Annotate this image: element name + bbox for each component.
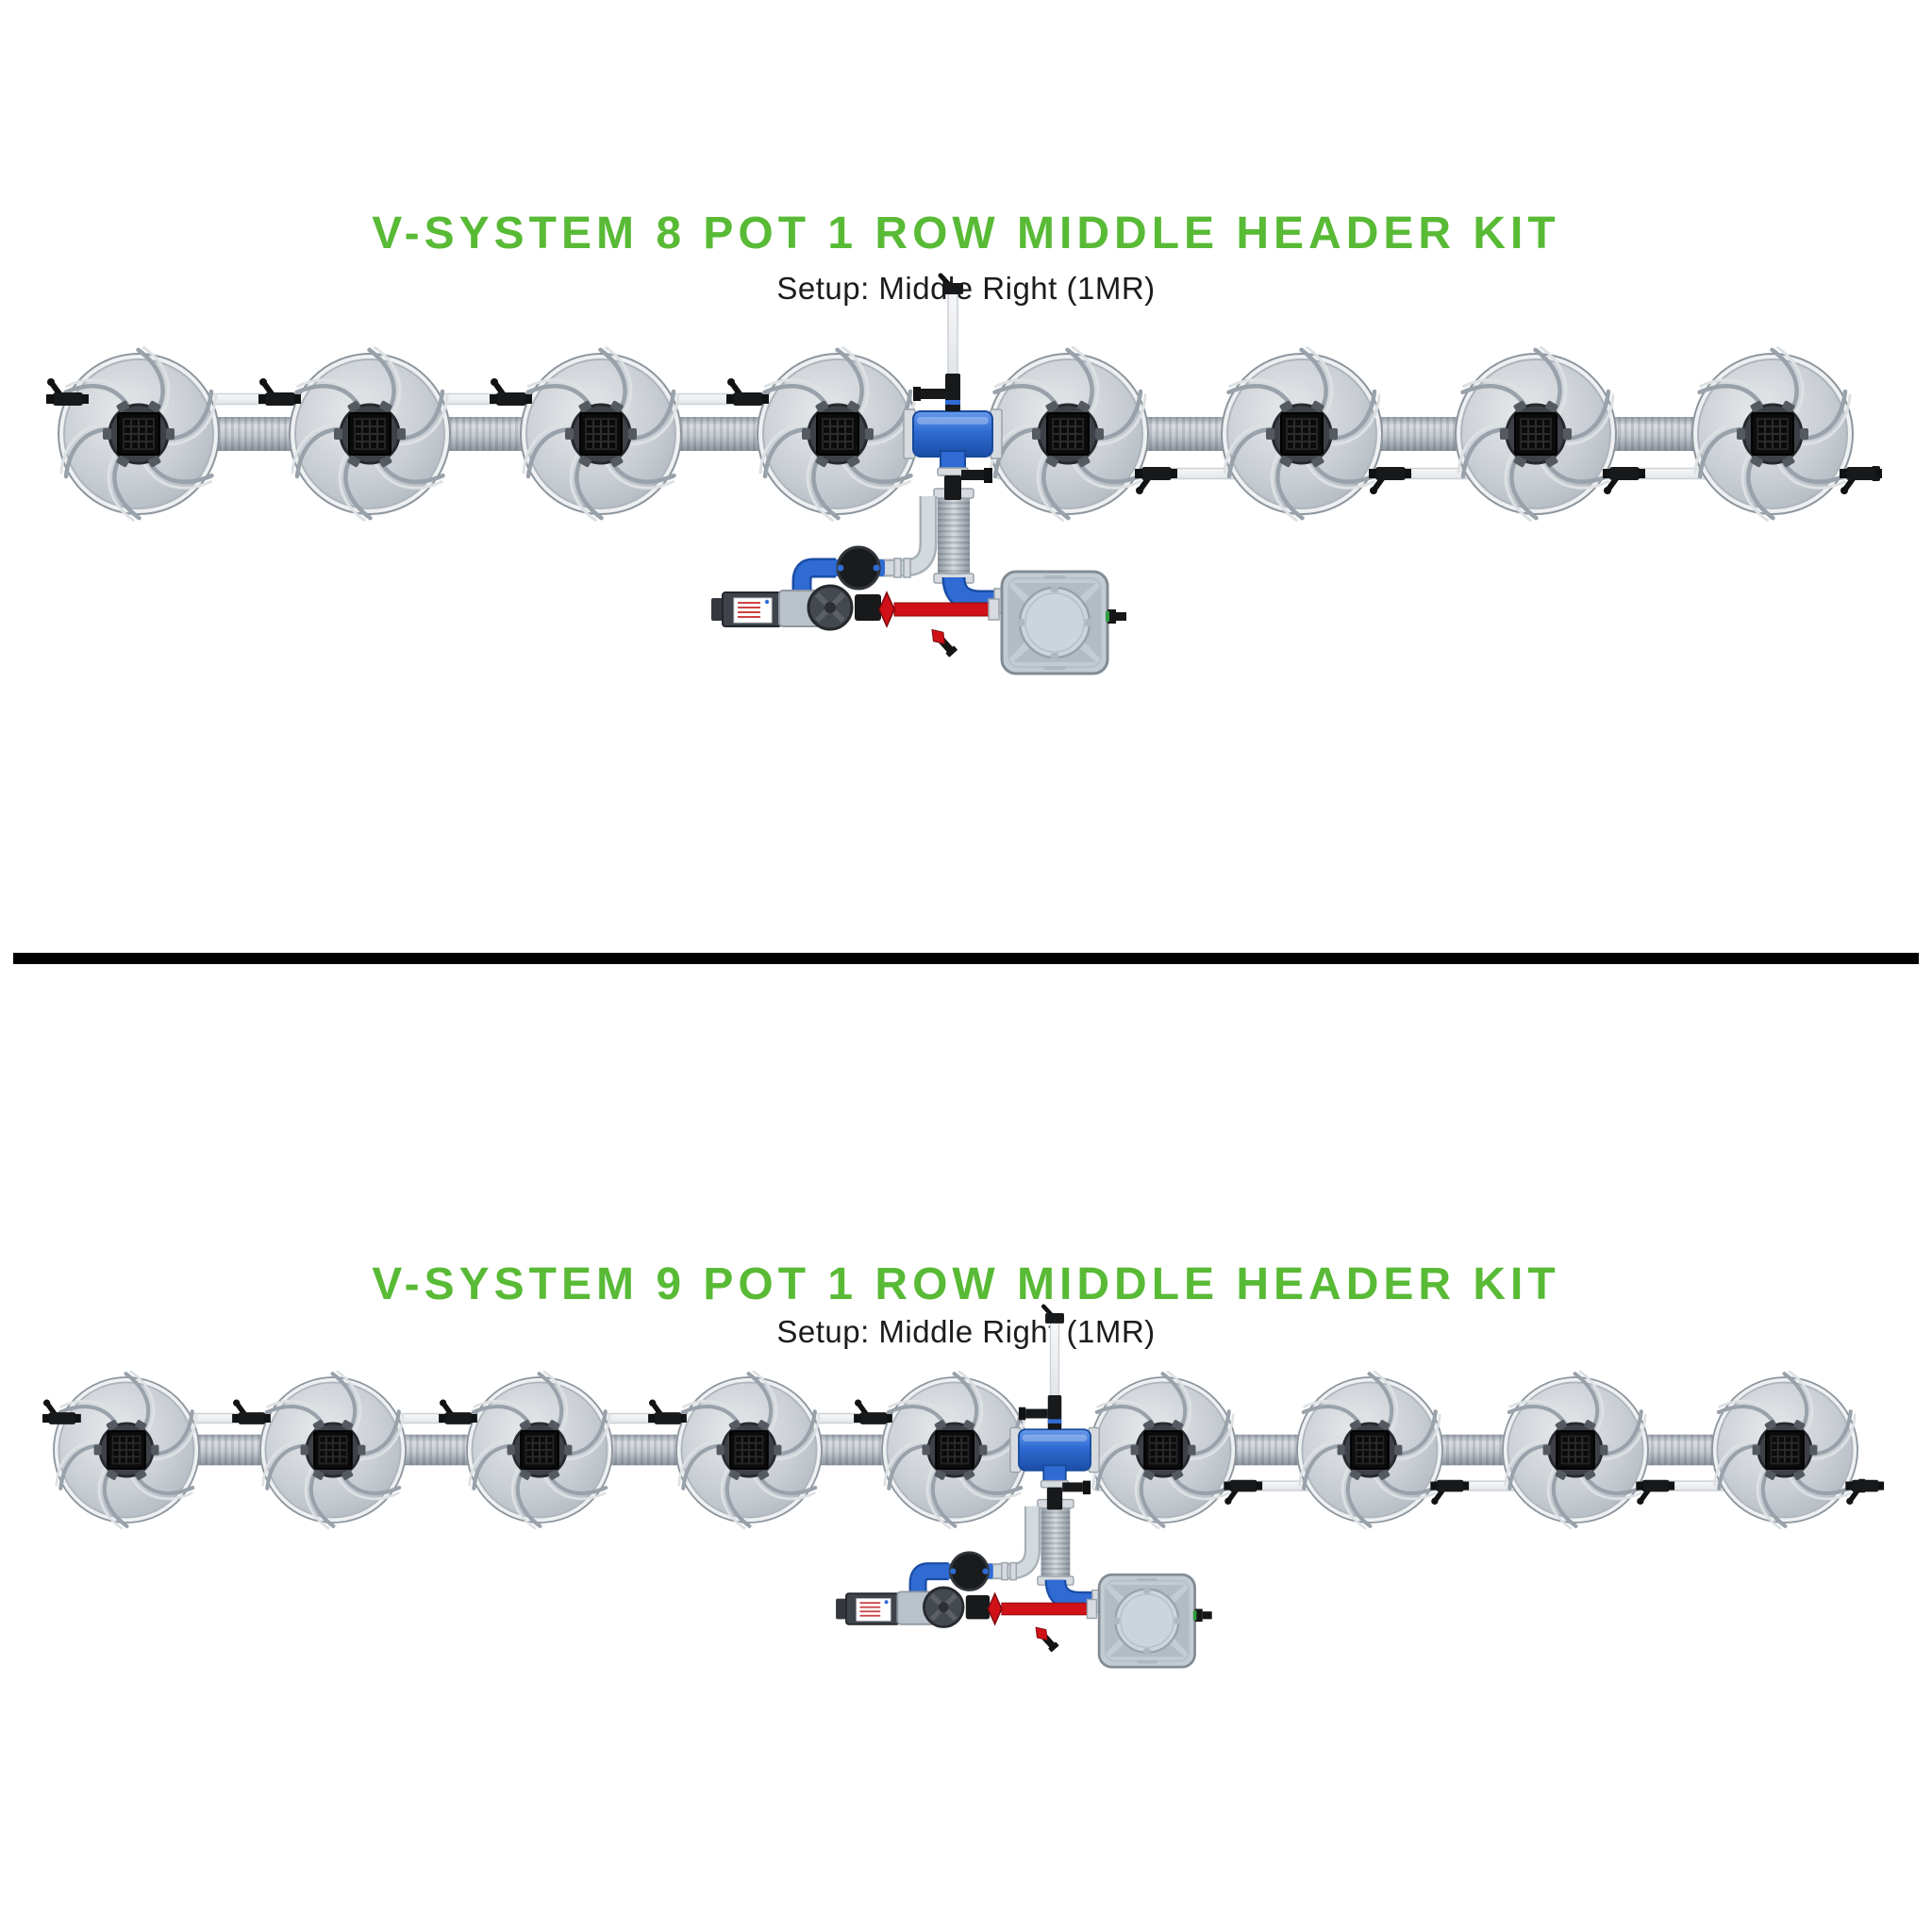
pipe-valve <box>1840 467 1882 494</box>
pot <box>1090 1370 1237 1530</box>
pipe-valve <box>726 378 769 406</box>
kit-setup-label-8pot: Setup: Middle Right (1MR) <box>776 271 1156 306</box>
pipe-valve <box>648 1399 687 1424</box>
pot <box>289 345 451 523</box>
pipe-valve <box>490 378 532 406</box>
pipe-valve <box>1845 1479 1885 1505</box>
pot <box>987 345 1149 523</box>
header-assembly <box>711 273 1126 675</box>
pot <box>259 1370 407 1530</box>
kit-setup-label-9pot: Setup: Middle Right (1MR) <box>776 1314 1156 1349</box>
pipe-valve <box>46 378 89 406</box>
kit-title-9pot: V-SYSTEM 9 POT 1 ROW MIDDLE HEADER KIT <box>372 1259 1560 1310</box>
pot <box>1296 1370 1443 1530</box>
pot <box>466 1370 613 1530</box>
pipe-valve <box>1430 1479 1470 1505</box>
pipe-valve <box>1603 467 1645 494</box>
pot <box>520 345 682 523</box>
pipe-valve <box>1636 1479 1675 1505</box>
pipe-valve <box>1369 467 1411 494</box>
pipe-valve <box>1135 467 1177 494</box>
pot <box>1502 1370 1649 1530</box>
pot <box>1711 1370 1858 1530</box>
pot <box>53 1370 200 1530</box>
pot <box>881 1370 1028 1530</box>
pot <box>58 345 220 523</box>
pot <box>675 1370 823 1530</box>
kit-title-8pot: V-SYSTEM 8 POT 1 ROW MIDDLE HEADER KIT <box>372 208 1560 259</box>
header-assembly <box>836 1304 1212 1669</box>
pot <box>1691 345 1854 523</box>
pipe-valve <box>1224 1479 1263 1505</box>
pipe-valve <box>258 378 301 406</box>
pipe-valve <box>232 1399 271 1424</box>
pipe-valve <box>439 1399 477 1424</box>
section-divider <box>13 953 1919 964</box>
pot <box>1455 345 1617 523</box>
pot <box>1221 345 1383 523</box>
pipe-valve <box>42 1399 81 1424</box>
pipe-valve <box>854 1399 892 1424</box>
pot <box>757 345 919 523</box>
